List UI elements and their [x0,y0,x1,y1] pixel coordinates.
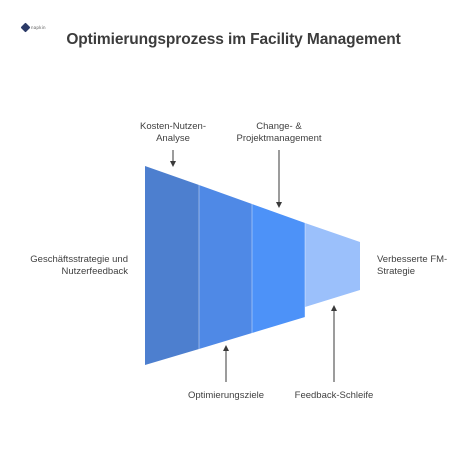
page-title: Optimierungsprozess im Facility Manageme… [66,31,401,48]
funnel-segment-1 [145,166,199,365]
funnel-segment-4 [305,223,360,307]
output-label: Verbesserte FM- Strategie [377,254,447,277]
change-projekt-line-1: Change- & [256,121,302,132]
kosten-nutzen-label: Kosten-Nutzen- Analyse [123,121,223,144]
kosten-nutzen-line-2: Analyse [156,132,190,144]
output-label-line-1: Verbesserte FM- [377,254,448,265]
change-projekt-label: Change- & Projektmanagement [219,121,339,144]
input-label-line-2: Nutzerfeedback [61,265,128,277]
feedback-schleife-label: Feedback-Schleife [274,390,394,402]
logo: napkin [20,22,46,33]
change-projekt-line-2: Projektmanagement [236,132,322,144]
funnel-segment-2 [199,185,252,349]
optimierungsziele-label: Optimierungsziele [166,390,286,402]
input-label: Geschäftsstrategie und Nutzerfeedback [20,254,128,277]
kosten-nutzen-line-1: Kosten-Nutzen- [139,121,206,132]
funnel-segment-3 [252,204,305,333]
optimierungsziele-line-1: Optimierungsziele [187,390,265,401]
logo-text: napkin [31,25,46,30]
feedback-schleife-line-1: Feedback-Schleife [294,390,374,401]
output-label-line-2: Strategie [377,265,416,277]
input-label-line-1: Geschäftsstrategie und [30,254,128,265]
